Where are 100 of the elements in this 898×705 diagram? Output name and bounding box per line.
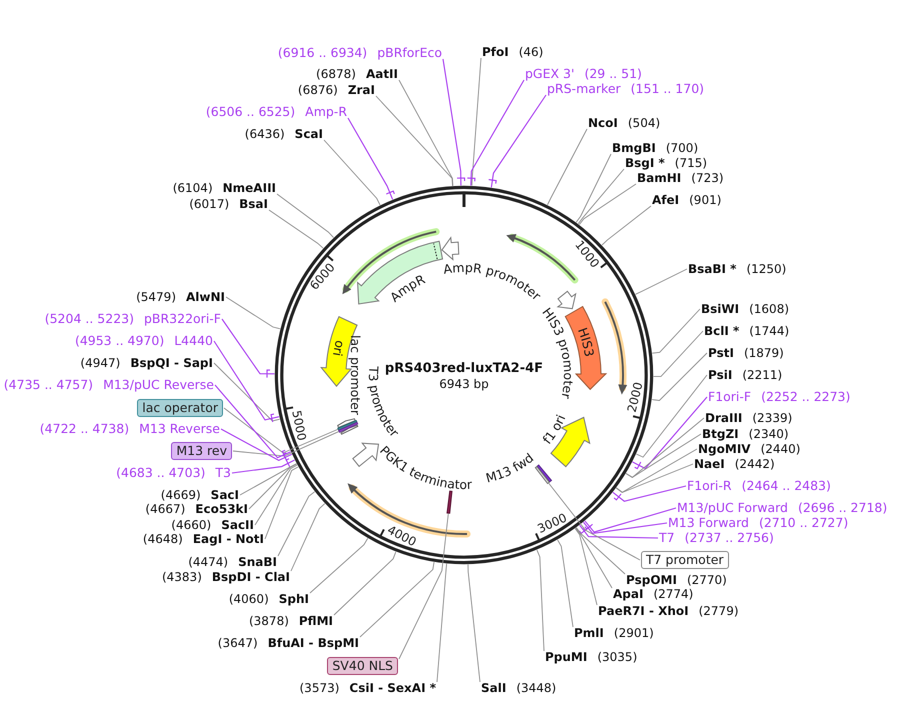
leader-line: [240, 463, 297, 496]
site-position: (4660): [171, 517, 212, 533]
leader-line: [231, 458, 296, 474]
enzyme-name: BfuAI - BspMI: [268, 635, 359, 651]
leader-line: [232, 431, 340, 457]
site-position: (700): [666, 140, 698, 156]
leader-line: [625, 434, 702, 478]
enzyme-name: PmlI: [574, 625, 604, 641]
leader-line: [468, 564, 480, 682]
leader-line: [376, 96, 453, 186]
enzyme-name: AatII: [366, 66, 398, 82]
enzyme-name: BmgBI: [612, 140, 656, 156]
site-position: (4667): [145, 501, 186, 517]
feature-tag: SV40 NLS: [327, 657, 398, 675]
primer-name: T7: [659, 530, 675, 546]
site-position: (1744): [749, 323, 790, 339]
enzyme-name: BsgI *: [625, 155, 665, 171]
primer-name: T3: [215, 465, 231, 481]
enzyme-name: PfoI: [482, 44, 509, 60]
leader-line: [278, 491, 316, 556]
tick-label: 5000: [289, 409, 309, 442]
feature-tag: T7 promoter: [641, 551, 729, 569]
leader-line: [226, 296, 281, 330]
enzyme-name: CsiI - SexAI *: [349, 680, 436, 696]
leader-line: [290, 503, 326, 572]
enzyme-name: DraIII: [705, 410, 742, 426]
primer-name: M13/pUC Forward: [677, 500, 788, 516]
leader-line: [651, 352, 708, 401]
site-position: (2339): [752, 410, 792, 426]
primer-position: (6916 .. 6934): [278, 45, 368, 61]
primer-name: M13 Reverse: [139, 421, 220, 437]
enzyme-name: NmeAIII: [222, 180, 276, 196]
leader-line: [324, 140, 381, 206]
primer-name: F1ori-R: [687, 478, 732, 494]
leader-line: [334, 551, 396, 616]
site-position: (2442): [734, 456, 775, 472]
site-position: (4474): [188, 554, 228, 570]
primer-name: Amp-R: [305, 104, 347, 120]
enzyme-name: ApaI: [613, 586, 644, 602]
enzyme-name: BsaBI *: [688, 261, 736, 277]
primer-name: F1ori-F: [708, 389, 752, 405]
tick-label: 2000: [624, 380, 646, 414]
leader-line: [548, 482, 640, 560]
leader-line: [536, 549, 544, 652]
enzyme-name: BamHI: [637, 170, 682, 186]
leader-line: [276, 194, 334, 238]
site-position: (3647): [218, 635, 258, 651]
enzyme-name: Eco53kI: [195, 501, 248, 517]
site-position: (4669): [160, 487, 201, 503]
leader-line: [635, 268, 688, 295]
site-position: (715): [674, 155, 708, 171]
enzyme-name: BspDI - ClaI: [212, 569, 290, 585]
enzyme-name: SalI: [481, 680, 506, 696]
enzyme-name: PflMI: [298, 613, 333, 629]
enzyme-name: NgoMIV: [698, 441, 751, 457]
site-position: (2340): [748, 426, 789, 442]
leader-line: [347, 117, 395, 200]
leader-line: [436, 563, 448, 682]
primer-name: pRS-marker: [547, 81, 621, 97]
leader-line: [360, 562, 434, 638]
leader-line: [547, 128, 588, 206]
site-position: (2779): [698, 603, 739, 619]
leader-line: [602, 206, 652, 246]
leader-line: [224, 408, 338, 454]
leader-line: [466, 79, 525, 186]
site-position: (2440): [760, 441, 800, 457]
plasmid-size: 6943 bp: [439, 376, 489, 392]
site-position: (6436): [244, 126, 285, 142]
site-position: (5479): [136, 289, 176, 305]
leader-line: [220, 428, 292, 462]
leader-line: [248, 464, 298, 510]
site-position: (2901): [614, 625, 654, 641]
site-position: (6017): [189, 196, 230, 212]
leader-line: [575, 528, 612, 588]
primer-position: (2710 .. 2727): [758, 515, 848, 531]
leader-line: [557, 539, 574, 628]
leader-line: [612, 485, 687, 502]
leader-line: [652, 308, 700, 354]
primer-position: (4953 .. 4970): [74, 333, 164, 349]
primer-position: (4722 .. 4738): [40, 421, 130, 437]
site-position: (2770): [686, 572, 727, 588]
enzyme-name: BsaI: [239, 196, 268, 212]
site-position: (901): [689, 192, 722, 208]
primer-position: (151 .. 170): [630, 81, 704, 97]
enzyme-name: NaeI: [694, 456, 725, 472]
site-position: (723): [691, 170, 724, 186]
enzyme-name: ZraI: [348, 82, 375, 98]
site-position: (1608): [749, 301, 790, 317]
primer-name: pBR322ori-F: [144, 311, 221, 327]
leader-line: [442, 58, 466, 186]
primer-position: (29 .. 51): [584, 66, 642, 82]
enzyme-name: NcoI: [588, 115, 618, 131]
site-position: (2211): [742, 367, 782, 383]
leader-line: [578, 184, 636, 226]
site-position: (3448): [516, 680, 556, 696]
leader-line: [626, 418, 704, 478]
feature-label: lac promoter: [348, 335, 363, 415]
site-position: (4383): [162, 569, 202, 585]
leader-line: [488, 94, 547, 188]
enzyme-name: BtgZI: [702, 426, 739, 442]
